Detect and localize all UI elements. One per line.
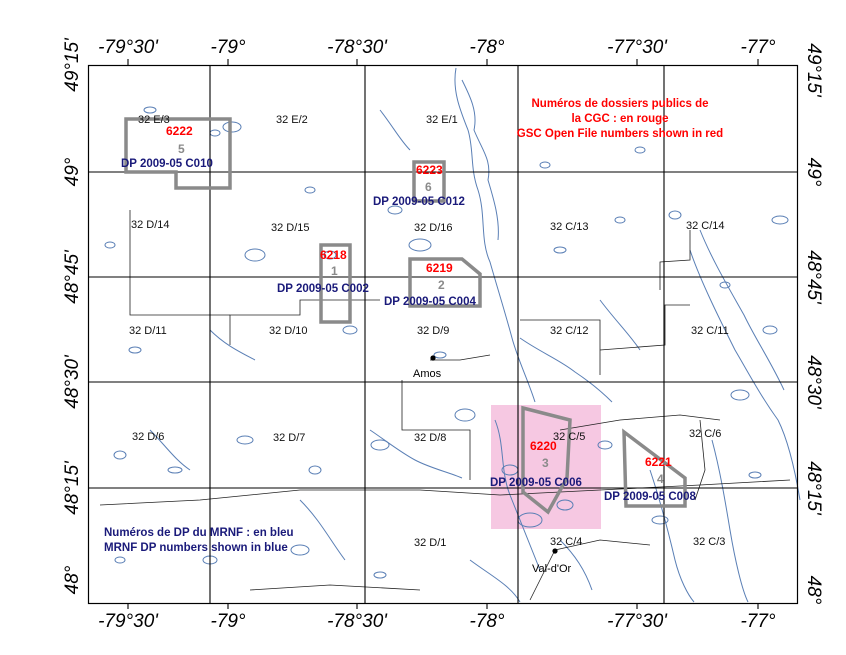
sheet-label: 32 D/6 xyxy=(132,431,164,443)
area-outline-6 xyxy=(412,160,446,203)
right-lat-label: 48°45' xyxy=(803,250,824,305)
sheet-label: 32 D/1 xyxy=(414,537,446,549)
sheet-label: 32 C/12 xyxy=(550,325,589,337)
sheet-label: 32 D/10 xyxy=(269,325,308,337)
dp-number-c012: DP 2009-05 C012 xyxy=(373,196,465,208)
bottom-lon-label: -79°30' xyxy=(98,611,159,632)
sheet-labels: 32 E/3 32 E/2 32 E/1 32 D/14 32 D/15 32 … xyxy=(129,114,729,549)
left-lat-label: 48° xyxy=(62,565,83,594)
area-outline-2 xyxy=(408,257,482,308)
area-number-4: 4 xyxy=(657,472,664,486)
of-number-6222: 6222 xyxy=(166,124,193,138)
sheet-label: 32 C/4 xyxy=(550,536,582,548)
of-number-6221: 6221 xyxy=(645,455,672,469)
dp-number-c006: DP 2009-05 C006 xyxy=(490,477,582,489)
area-outline-5 xyxy=(124,117,232,190)
left-lat-label: 48°45' xyxy=(62,249,83,304)
val-d-or-marker xyxy=(552,548,558,554)
top-lon-label: -78°30' xyxy=(327,37,388,58)
sheet-label: 32 D/7 xyxy=(273,432,305,444)
bottom-lon-label: -77° xyxy=(740,611,775,632)
note-blue-line-2: MRNF DP numbers shown in blue xyxy=(104,542,288,554)
sheet-label: 32 D/9 xyxy=(417,325,449,337)
dp-number-c004: DP 2009-05 C004 xyxy=(384,296,476,308)
bottom-lon-label: -78° xyxy=(469,611,504,632)
amos-marker xyxy=(430,355,436,361)
dp-number-c010: DP 2009-05 C010 xyxy=(121,158,213,170)
town-labels: Amos Val-d'Or xyxy=(413,368,572,575)
town-label-amos: Amos xyxy=(413,368,442,380)
note-red-line-3: GSC Open File numbers shown in red xyxy=(517,128,723,140)
right-lat-label: 49° xyxy=(803,158,824,187)
sheet-label: 32 E/2 xyxy=(276,114,308,126)
dp-number-c002: DP 2009-05 C002 xyxy=(277,283,369,295)
area-outline-4 xyxy=(622,428,687,508)
area-number-3: 3 xyxy=(542,456,549,470)
top-lon-label: -79°30' xyxy=(98,37,159,58)
right-lat-label: 48°30' xyxy=(803,355,824,410)
left-lat-label: 49° xyxy=(62,157,83,186)
area-outline-3 xyxy=(521,405,572,515)
left-lat-label: 48°15' xyxy=(62,460,83,515)
coordinate-labels: -79°30' -79° -78°30' -78° -77°30' -77° -… xyxy=(62,37,824,632)
bottom-lon-label: -77°30' xyxy=(607,611,668,632)
sheet-label: 32 C/5 xyxy=(553,431,585,443)
sheet-label: 32 C/11 xyxy=(691,325,729,337)
right-lat-label: 49°15' xyxy=(803,43,824,98)
of-number-6218: 6218 xyxy=(320,248,347,262)
note-red-line-1: Numéros de dossiers publics de xyxy=(531,98,708,110)
town-label-val-d-or: Val-d'Or xyxy=(532,563,572,575)
of-number-6219: 6219 xyxy=(426,261,453,275)
of-number-6223: 6223 xyxy=(416,163,443,177)
sheet-label: 32 E/1 xyxy=(426,114,458,126)
note-red-line-2: la CGC : en rouge xyxy=(571,113,668,125)
area-labels: 6222 5 DP 2009-05 C010 6223 6 DP 2009-05… xyxy=(121,124,696,503)
bottom-lon-label: -79° xyxy=(210,611,245,632)
left-lat-label: 49°15' xyxy=(62,37,83,92)
sheet-label: 32 E/3 xyxy=(138,114,170,126)
area-outline-1 xyxy=(319,243,352,324)
sheet-label: 32 D/11 xyxy=(129,325,167,337)
legend-notes: Numéros de dossiers publics de la CGC : … xyxy=(104,98,723,554)
left-lat-label: 48°30' xyxy=(62,354,83,409)
sheet-label: 32 D/15 xyxy=(271,222,310,234)
note-blue-line-1: Numéros de DP du MRNF : en bleu xyxy=(104,527,294,539)
sheet-label: 32 C/14 xyxy=(686,220,725,232)
right-lat-label: 48° xyxy=(803,576,824,605)
sheet-label: 32 D/8 xyxy=(414,432,446,444)
ticks xyxy=(127,59,759,609)
sheet-label: 32 C/3 xyxy=(693,536,725,548)
area-outlines xyxy=(124,117,687,515)
top-lon-label: -77°30' xyxy=(607,37,668,58)
dp-number-c008: DP 2009-05 C008 xyxy=(604,491,696,503)
of-number-6220: 6220 xyxy=(530,439,557,453)
sheet-label: 32 C/6 xyxy=(689,428,721,440)
sheet-label: 32 C/13 xyxy=(550,221,589,233)
area-number-1: 1 xyxy=(331,264,338,278)
top-lon-label: -78° xyxy=(469,37,504,58)
area-number-5: 5 xyxy=(178,142,185,156)
top-lon-label: -77° xyxy=(740,37,775,58)
area-number-6: 6 xyxy=(425,180,432,194)
sheet-label: 32 D/14 xyxy=(131,219,170,231)
right-lat-label: 48°15' xyxy=(803,461,824,516)
top-lon-label: -79° xyxy=(210,37,245,58)
area-number-2: 2 xyxy=(438,278,445,292)
sheet-label: 32 D/16 xyxy=(414,222,453,234)
map-frame xyxy=(87,64,799,605)
bottom-lon-label: -78°30' xyxy=(327,611,388,632)
hydrography xyxy=(104,67,801,603)
